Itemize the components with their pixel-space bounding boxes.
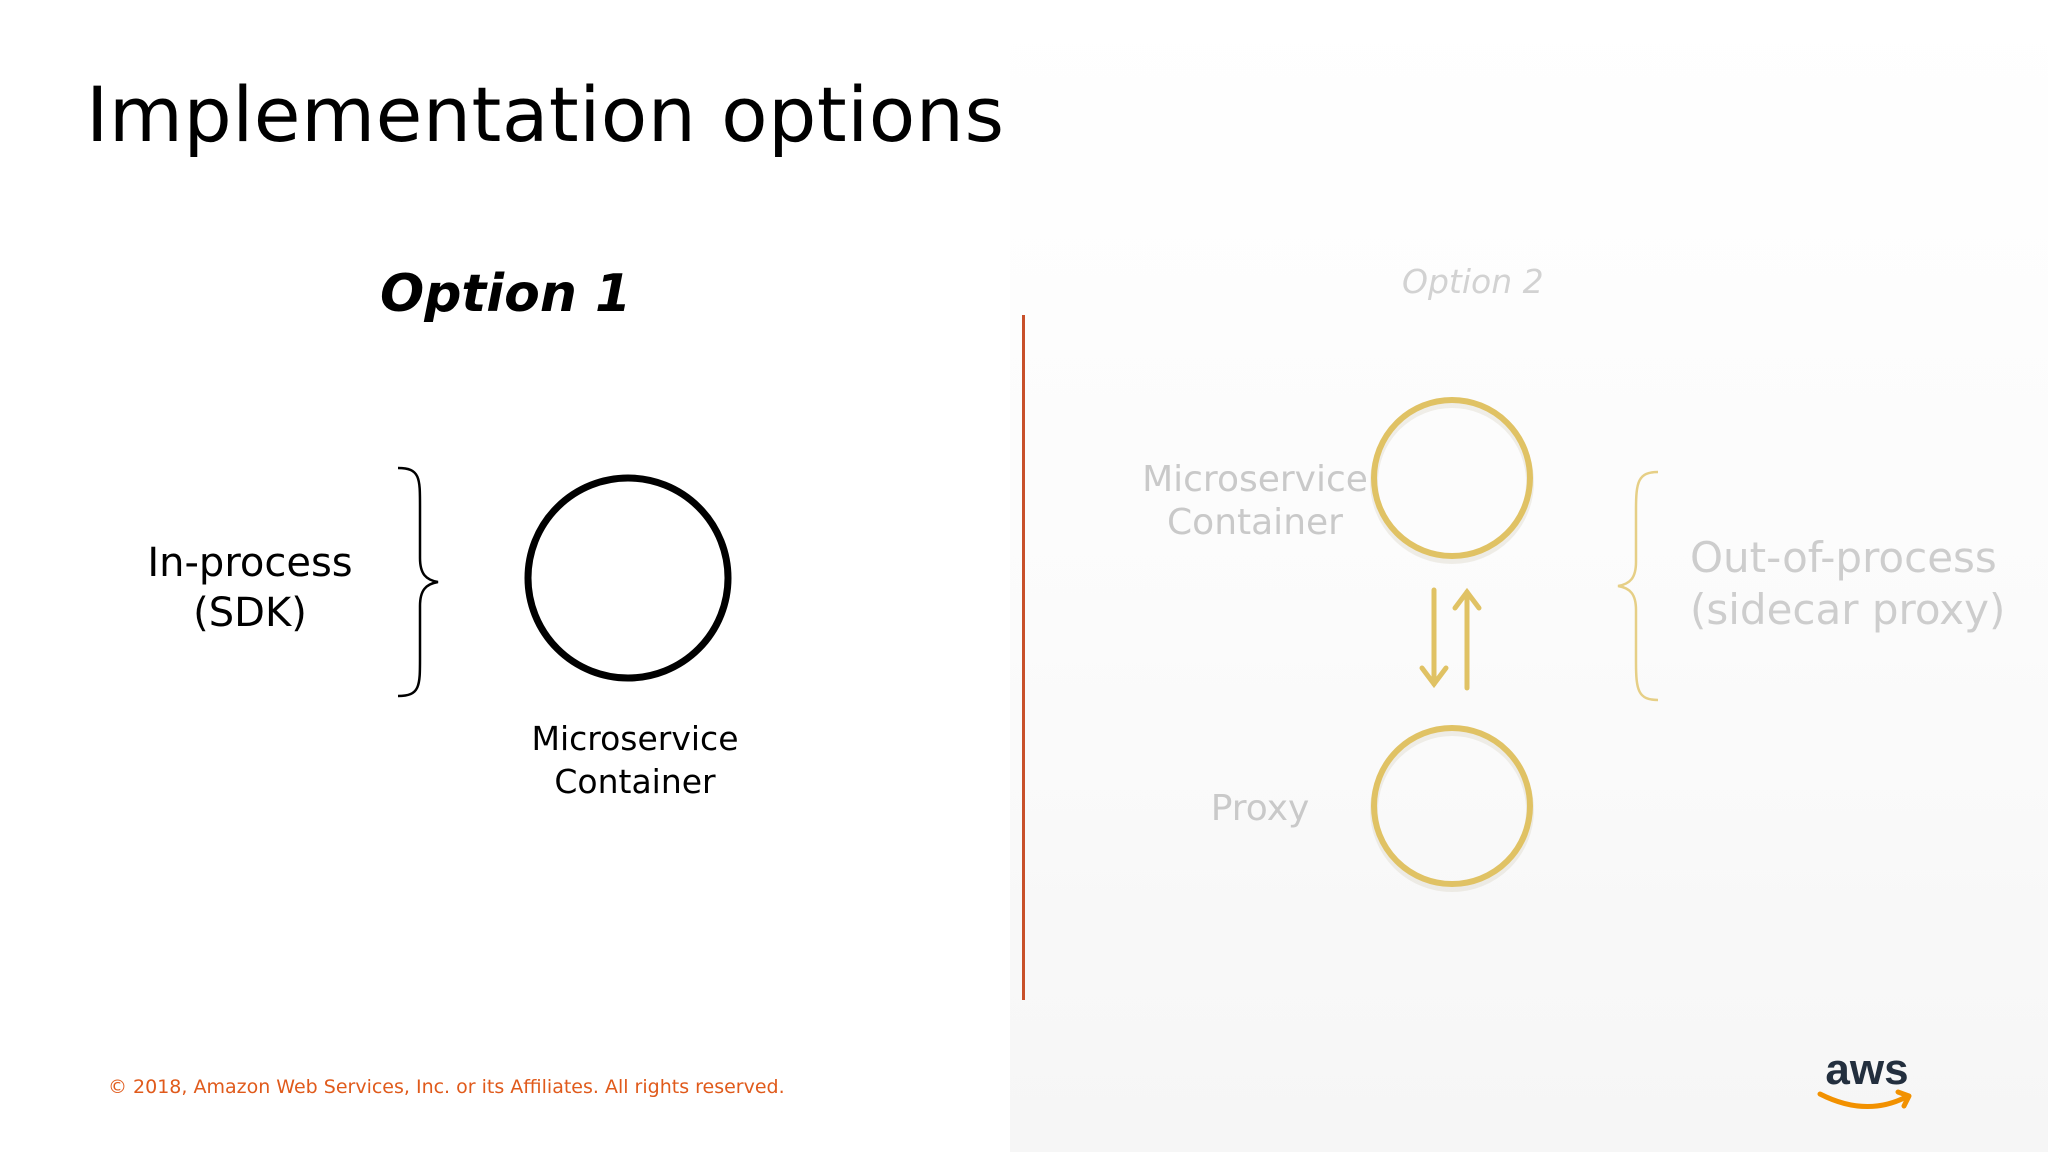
in-process-label-line2: (SDK) [193, 590, 307, 636]
request-response-arrows [1419, 587, 1482, 691]
option2-microservice-label-line2: Container [1167, 502, 1343, 544]
out-of-process-label: Out-of-process (sidecar proxy) [1690, 532, 2005, 636]
vertical-divider [1022, 315, 1025, 1000]
in-process-label: In-process (SDK) [130, 538, 370, 638]
aws-logo-text: aws [1825, 1045, 1908, 1094]
aws-logo: aws [1817, 1045, 1912, 1109]
proxy-label: Proxy [1210, 788, 1310, 829]
microservice-container-label-line2: Container [554, 761, 716, 801]
option2-faded-panel [1010, 0, 2048, 1152]
proxy-circle-icon [1370, 725, 1534, 892]
option2-microservice-label-line1: Microservice [1142, 459, 1368, 500]
in-process-label-line1: In-process [147, 540, 353, 586]
out-of-process-label-line1: Out-of-process [1690, 533, 1997, 582]
copyright-footer: © 2018, Amazon Web Services, Inc. or its… [108, 1076, 785, 1098]
curly-brace-icon [397, 466, 439, 698]
out-of-process-label-line2: (sidecar proxy) [1690, 585, 2006, 635]
slide-title: Implementation options [86, 70, 1005, 159]
option1-heading: Option 1 [380, 264, 632, 324]
option2-curly-brace-icon [1617, 470, 1659, 702]
option2-microservice-label: Microservice Container [1120, 458, 1390, 544]
arrow-down-icon [1419, 587, 1449, 689]
microservice-container-label: Microservice Container [500, 718, 770, 804]
microservice-container-circle-icon [524, 474, 732, 682]
arrow-up-icon [1452, 587, 1482, 691]
option2-heading: Option 2 [1402, 262, 1544, 301]
microservice-container-label-line1: Microservice [531, 719, 739, 758]
option2-microservice-circle-icon [1370, 397, 1534, 564]
